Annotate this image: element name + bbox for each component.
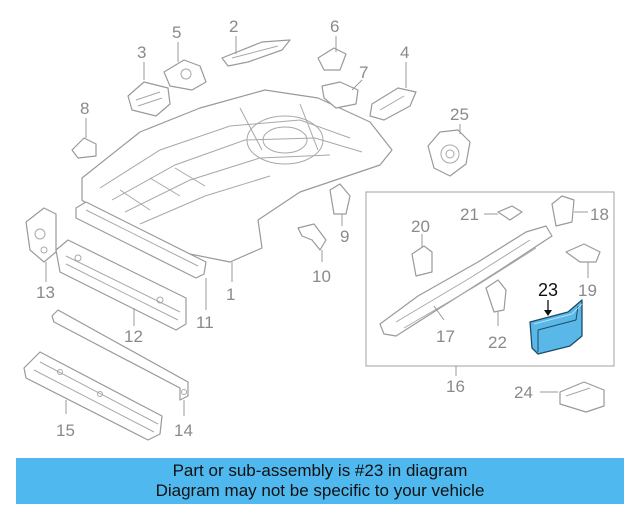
- callout-13: 13: [36, 283, 55, 302]
- callout-18: 18: [590, 205, 609, 224]
- banner-line-2: Diagram may not be specific to your vehi…: [155, 481, 485, 500]
- parts-diagram: 1 2 3 5 6 7 4 8: [23, 17, 615, 441]
- part-17-side-member[interactable]: [379, 225, 553, 337]
- part-15-rail[interactable]: [23, 351, 163, 441]
- callout-21: 21: [460, 205, 479, 224]
- part-3-reinforcement[interactable]: [127, 62, 171, 117]
- part-14-bar[interactable]: [51, 309, 189, 416]
- callout-15: 15: [56, 421, 75, 440]
- callout-7: 7: [359, 63, 368, 82]
- part-12-crossmember[interactable]: [55, 239, 187, 331]
- part-22-bracket[interactable]: [485, 279, 507, 326]
- part-24-bracket[interactable]: [540, 381, 605, 413]
- part-23-highlighted[interactable]: [529, 299, 583, 355]
- part-7-bracket[interactable]: [321, 79, 363, 109]
- part-18-bracket[interactable]: [551, 195, 588, 227]
- part-13-side-bracket[interactable]: [25, 207, 57, 282]
- banner-line-1: Part or sub-assembly is #23 in diagram: [172, 461, 468, 480]
- part-11-crossmember[interactable]: [75, 201, 207, 310]
- callout-16: 16: [446, 377, 465, 396]
- callout-3: 3: [137, 43, 146, 62]
- callout-8: 8: [80, 99, 89, 118]
- part-6-bracket[interactable]: [317, 36, 347, 71]
- part-5-mount[interactable]: [163, 42, 207, 91]
- callout-1: 1: [226, 285, 235, 304]
- callout-25: 25: [450, 105, 469, 124]
- callout-4: 4: [400, 43, 409, 62]
- callout-10: 10: [312, 267, 331, 286]
- part-25-housing[interactable]: [427, 124, 471, 177]
- callout-12: 12: [124, 327, 143, 346]
- callout-24: 24: [514, 383, 533, 402]
- part-10-clamp[interactable]: [297, 223, 327, 262]
- subassembly-16-box: [365, 191, 615, 367]
- callout-20: 20: [411, 217, 430, 236]
- callout-9: 9: [340, 227, 349, 246]
- info-banner: Part or sub-assembly is #23 in diagram D…: [16, 458, 624, 504]
- part-21-clip[interactable]: [484, 205, 523, 221]
- part-2-bracket[interactable]: [221, 36, 291, 67]
- part-4-rail[interactable]: [369, 62, 417, 121]
- callout-2: 2: [229, 17, 238, 36]
- part-8-gusset[interactable]: [71, 118, 97, 159]
- part-9-bracket[interactable]: [329, 183, 351, 226]
- part-1-floor-pan[interactable]: [81, 89, 393, 282]
- callout-22: 22: [488, 333, 507, 352]
- callout-14: 14: [174, 421, 193, 440]
- callout-19: 19: [578, 281, 597, 300]
- part-19-bracket[interactable]: [565, 243, 601, 278]
- callout-23: 23: [538, 280, 558, 300]
- callout-11: 11: [196, 313, 214, 332]
- part-20-plate[interactable]: [411, 234, 433, 277]
- callout-6: 6: [330, 17, 339, 36]
- callout-17: 17: [436, 327, 455, 346]
- callout-5: 5: [172, 23, 181, 42]
